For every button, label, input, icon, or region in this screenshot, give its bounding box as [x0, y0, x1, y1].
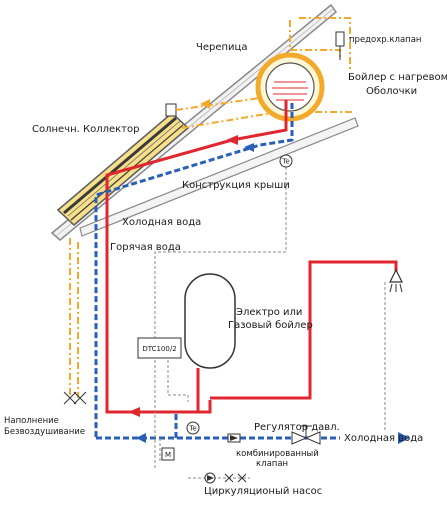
temp-sensor-roof-label: Te [281, 158, 289, 166]
motor-label: M [165, 451, 171, 459]
hot-water-pipes [105, 100, 398, 414]
temp-sensor-roof: Te [279, 154, 293, 168]
tile-label: Черепица [196, 42, 247, 53]
hot-flow-arrow-icon [226, 135, 238, 145]
hot-water-label: Горячая вода [110, 242, 181, 253]
fill-vent-valves [63, 391, 87, 405]
controller-dtc100: DTC100/2 [137, 337, 182, 359]
collector-sensor-icon [165, 103, 177, 117]
cold-water-top-label: Холодная вода [122, 217, 201, 228]
electric-gas-boiler [184, 273, 236, 369]
combined-valve-label-2: клапан [256, 459, 288, 469]
boiler-label-1: Электро или [236, 307, 302, 318]
cold-water-bottom-label: Холодная вода [344, 433, 423, 444]
shell-boiler-label-2: Оболочки [366, 86, 417, 97]
controller-label: DTC100/2 [142, 345, 176, 353]
vent-label: Безвоздушивание [4, 427, 85, 437]
hot-return-arrow-icon [128, 407, 140, 417]
solar-flow-arrow-icon [200, 99, 210, 109]
pressure-regulator-icon [291, 425, 321, 445]
roof-structure-label: Конструкция крыши [182, 180, 290, 191]
control-wires [154, 167, 386, 470]
shell-boiler [255, 52, 325, 122]
cold-flow-arrow-icon [136, 433, 146, 443]
combined-valve-label-1: комбинированный [236, 449, 319, 459]
collector-label: Солнечн. Коллектор [32, 124, 139, 135]
cold-inlet-arrow-icon [398, 432, 410, 444]
fill-label: Наполнение [4, 416, 59, 426]
temp-sensor-bottom-label: Te [188, 425, 196, 433]
temp-sensor-bottom: Te [186, 421, 200, 435]
combined-valve-icon [227, 433, 241, 443]
relief-valve-label: предохр.клапан [349, 35, 422, 45]
pressure-regulator-label: Регулятор давл. [254, 422, 340, 433]
solar-collector [56, 103, 190, 227]
relief-valve [335, 31, 345, 60]
circulation-pump-label: Циркуляционый насос [204, 486, 322, 497]
boiler-label-2: Газовый бойлер [228, 320, 313, 331]
shell-boiler-label-1: Бойлер с нагревом [348, 72, 447, 83]
circulation-pump [188, 472, 250, 484]
shower-head-icon [389, 268, 403, 293]
motor-valve: M [161, 447, 175, 461]
cold-up-arrow-icon [244, 143, 254, 152]
